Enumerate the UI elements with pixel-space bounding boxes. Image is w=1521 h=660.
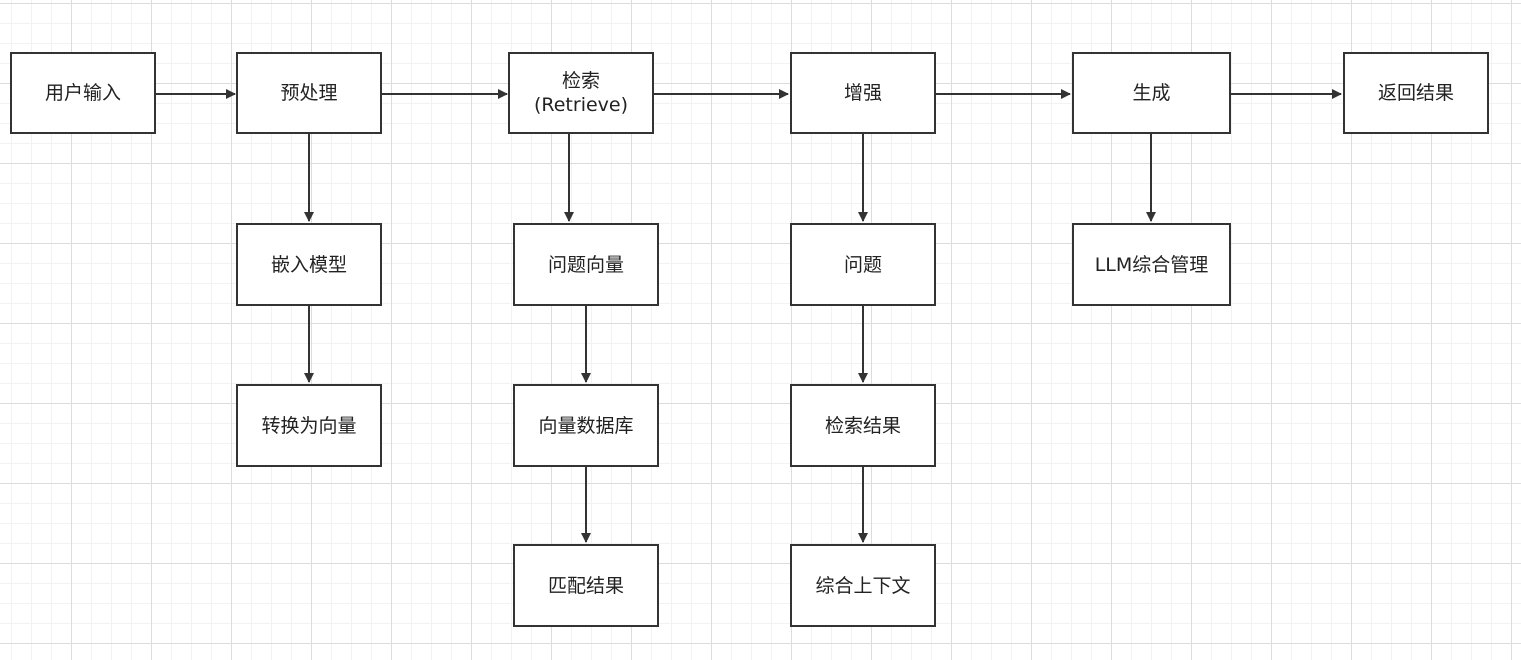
- node-preprocess[interactable]: 预处理: [236, 52, 382, 134]
- node-label: 匹配结果: [547, 574, 624, 597]
- node-label: 问题向量: [547, 253, 624, 276]
- node-question-vector[interactable]: 问题向量: [513, 223, 659, 306]
- node-label: 嵌入模型: [270, 253, 347, 276]
- node-question[interactable]: 问题: [790, 223, 936, 306]
- node-label: 用户输入: [44, 82, 121, 104]
- node-label: 预处理: [280, 82, 338, 104]
- node-label: 问题: [843, 253, 882, 276]
- node-convert-to-vector[interactable]: 转换为向量: [236, 384, 382, 467]
- node-label: LLM综合管理: [1094, 253, 1209, 276]
- node-label: 生成: [1132, 82, 1171, 104]
- node-label: 检索 (Retrieve): [533, 70, 629, 116]
- node-label: 返回结果: [1377, 82, 1454, 104]
- node-embedding-model[interactable]: 嵌入模型: [236, 223, 382, 306]
- node-retrieval-result[interactable]: 检索结果: [790, 384, 936, 467]
- node-llm-management[interactable]: LLM综合管理: [1072, 223, 1231, 306]
- node-label: 向量数据库: [538, 414, 634, 437]
- node-generate[interactable]: 生成: [1072, 52, 1231, 134]
- node-label: 检索结果: [824, 414, 901, 437]
- node-label: 转换为向量: [261, 414, 357, 437]
- node-augment[interactable]: 增强: [790, 52, 936, 134]
- node-return-result[interactable]: 返回结果: [1343, 52, 1489, 134]
- node-combined-context[interactable]: 综合上下文: [790, 544, 936, 627]
- node-label: 增强: [843, 82, 882, 104]
- node-vector-database[interactable]: 向量数据库: [513, 384, 659, 467]
- node-match-result[interactable]: 匹配结果: [513, 544, 659, 627]
- node-label: 综合上下文: [815, 574, 911, 597]
- node-retrieve[interactable]: 检索 (Retrieve): [508, 52, 654, 134]
- node-user-input[interactable]: 用户输入: [10, 52, 156, 134]
